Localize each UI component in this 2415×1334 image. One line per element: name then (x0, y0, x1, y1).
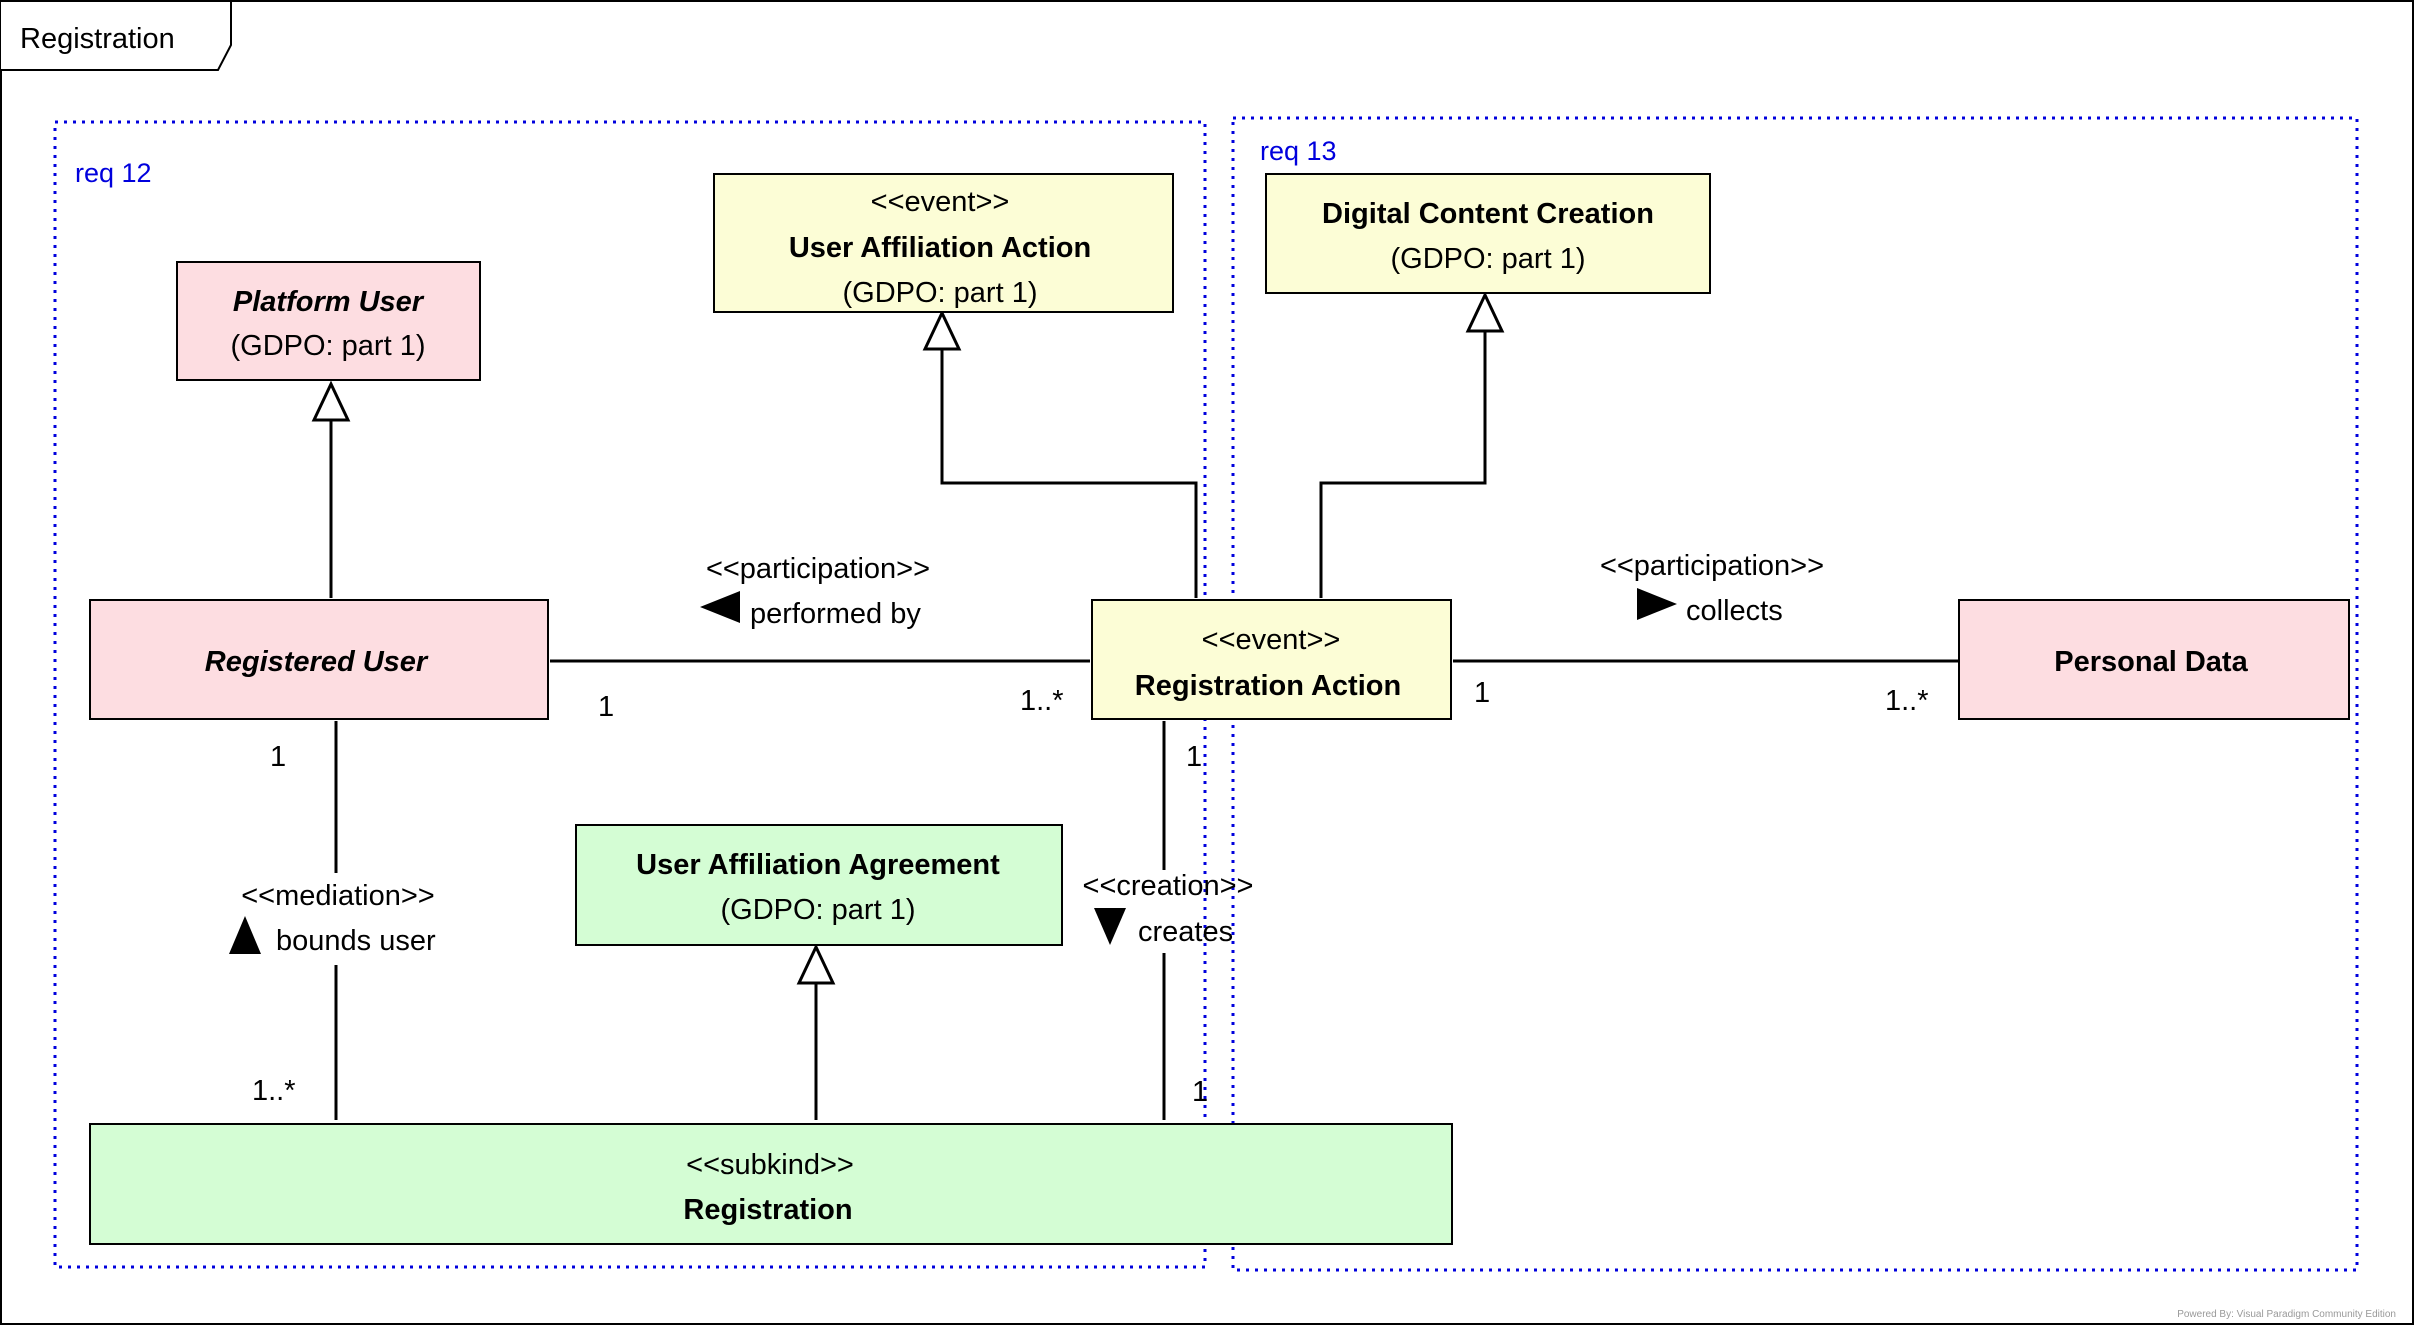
association-stereotype: <<participation>> (706, 553, 930, 585)
frame-title: Registration (20, 23, 175, 55)
class-platform-user[interactable]: Platform User (GDPO: part 1) (176, 261, 481, 381)
class-box[interactable] (89, 1123, 1453, 1245)
class-source: (GDPO: part 1) (231, 330, 426, 362)
class-personal-data[interactable]: Personal Data (1958, 599, 2350, 720)
direction-right-triangle-icon (1637, 588, 1677, 620)
class-stereotype: <<event>> (871, 186, 1010, 218)
class-name: Platform User (233, 286, 425, 318)
generalization-registration-action-affiliation[interactable] (940, 349, 1198, 598)
direction-down-triangle-icon (1094, 908, 1126, 945)
label-performed-by: <<participation>> performed by 1 1..* (598, 553, 1064, 723)
association-stereotype: <<creation>> (1083, 870, 1254, 902)
hollow-triangle-icon (922, 309, 962, 351)
multiplicity-source: 1 (598, 691, 614, 723)
class-name: Registered User (205, 646, 429, 678)
label-collects: <<participation>> collects 1 1..* (1474, 550, 1929, 717)
region-req13[interactable] (1231, 116, 2359, 1272)
multiplicity-source: 1 (1474, 677, 1490, 709)
hollow-triangle-icon (796, 943, 836, 985)
class-box[interactable] (1958, 599, 2350, 720)
frame-title-tab (1, 0, 232, 71)
class-source: (GDPO: part 1) (1391, 243, 1586, 275)
multiplicity-bottom: 1..* (252, 1075, 296, 1107)
association-name: creates (1138, 916, 1233, 948)
class-name: Digital Content Creation (1322, 198, 1654, 230)
class-stereotype: <<event>> (1202, 624, 1341, 656)
association-name: collects (1686, 595, 1783, 627)
association-name: bounds user (276, 925, 436, 957)
direction-up-triangle-icon (229, 916, 261, 954)
class-digital-content-creation[interactable]: Digital Content Creation (GDPO: part 1) (1265, 173, 1711, 294)
class-name: Personal Data (2054, 646, 2248, 678)
direction-left-triangle-icon (700, 591, 740, 623)
generalization-registration-action-content[interactable] (1319, 331, 1487, 598)
class-box[interactable] (713, 173, 1174, 313)
class-source: (GDPO: part 1) (721, 894, 916, 926)
class-source: (GDPO: part 1) (843, 277, 1038, 309)
association-stereotype: <<mediation>> (241, 880, 434, 912)
class-registration-action[interactable]: <<event>> Registration Action (1091, 599, 1452, 720)
class-name: Registration (683, 1194, 852, 1226)
class-box[interactable] (1091, 599, 1452, 720)
class-user-affiliation-action[interactable]: <<event>> User Affiliation Action (GDPO:… (713, 173, 1174, 313)
connectors (329, 331, 1958, 1120)
multiplicity-top: 1 (1186, 741, 1202, 773)
association-name: performed by (750, 598, 921, 630)
generalization-arrowheads (311, 291, 1505, 985)
region-req13-label: req 13 (1260, 136, 1337, 166)
class-user-affiliation-agreement[interactable]: User Affiliation Agreement (GDPO: part 1… (575, 824, 1063, 946)
class-name: User Affiliation Agreement (636, 849, 1000, 881)
region-req12-label: req 12 (75, 158, 152, 188)
class-registered-user[interactable]: Registered User (89, 599, 549, 720)
association-stereotype: <<participation>> (1600, 550, 1824, 582)
multiplicity-top: 1 (270, 741, 286, 773)
label-bounds-user: 1 <<mediation>> bounds user 1..* (229, 741, 436, 1107)
multiplicity-bottom: 1 (1192, 1076, 1208, 1108)
class-name: Registration Action (1135, 670, 1401, 702)
hollow-triangle-icon (311, 380, 351, 422)
footer-watermark: Powered By: Visual Paradigm Community Ed… (2177, 1309, 2396, 1320)
class-registration[interactable]: <<subkind>> Registration (89, 1123, 1453, 1245)
hollow-triangle-icon (1465, 291, 1505, 333)
multiplicity-target: 1..* (1020, 685, 1064, 717)
class-box[interactable] (176, 261, 481, 381)
class-stereotype: <<subkind>> (686, 1149, 854, 1181)
class-box[interactable] (89, 599, 549, 720)
multiplicity-target: 1..* (1885, 685, 1929, 717)
class-name: User Affiliation Action (789, 232, 1091, 264)
class-box[interactable] (1265, 173, 1711, 294)
class-box[interactable] (575, 824, 1063, 946)
label-creates: 1 <<creation>> creates 1 (1083, 741, 1254, 1108)
